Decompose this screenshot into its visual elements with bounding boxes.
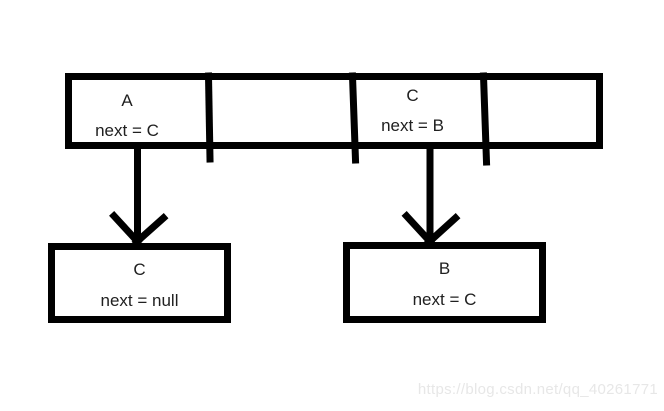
arrow-cell-c-to-node-b [401,146,461,247]
arrow-head-left-wing [401,211,435,247]
node-box-b: B next = C [343,242,546,323]
array-cell-c: C next = B [345,85,480,136]
arrow-head-right-wing [424,213,461,247]
cell-a-key: A [121,91,133,110]
node-b-next: next = C [412,290,477,309]
node-box-c: C next = null [48,243,231,323]
cell-a-next: next = C [95,121,159,140]
array-cell-empty-3 [490,90,600,99]
arrow-head-left-wing [109,211,143,247]
arrow-cell-a-to-node-c [109,144,169,247]
bucket-array-box [65,73,603,149]
node-c-key: C [133,260,146,279]
array-cell-a: A next = C [57,90,197,141]
node-c-next: next = null [100,291,179,310]
arrow-head-right-wing [131,213,169,247]
watermark-url: https://blog.csdn.net/qq_40261771 [417,381,658,398]
array-cell-empty-1 [215,90,345,99]
cell-c-key: C [406,86,419,105]
node-b-key: B [438,259,451,278]
cell-c-next: next = B [381,116,444,135]
